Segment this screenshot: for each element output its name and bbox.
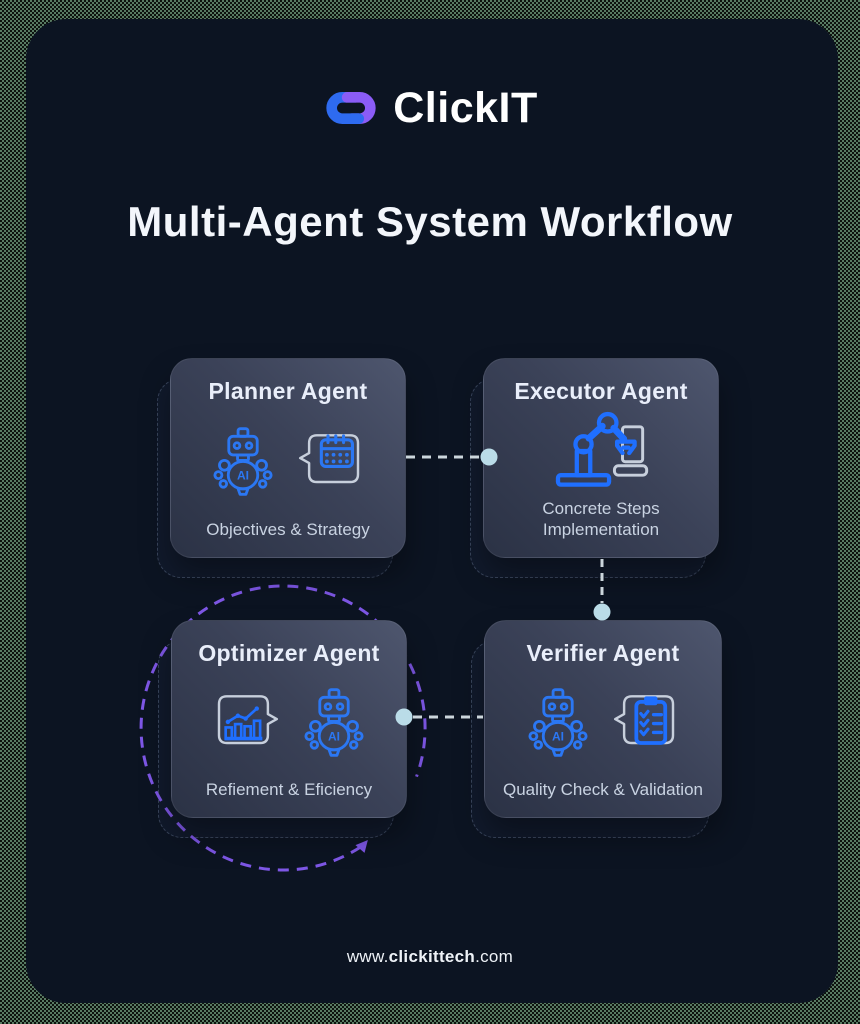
- ai-robot-icon: AI: [304, 688, 364, 757]
- ai-label: AI: [552, 729, 564, 743]
- planner-card-title: Planner Agent: [208, 378, 368, 404]
- ai-robot-icon: AI: [213, 427, 273, 496]
- calendar-bubble-icon: [299, 433, 360, 484]
- website-url: www.clickittech.com: [0, 947, 860, 967]
- checklist-bubble-icon: [614, 694, 675, 745]
- executor-card-title: Executor Agent: [514, 378, 688, 404]
- verifier-caption: Quality Check & Validation: [502, 779, 703, 799]
- optimizer-icons: AI: [209, 676, 369, 770]
- planner-caption: Objectives & Strategy: [206, 519, 370, 539]
- url-prefix: www.: [346, 947, 389, 966]
- clickit-logo-icon: [326, 92, 376, 124]
- laptop-icon: [612, 425, 649, 477]
- verifier-icons: AI: [523, 676, 683, 770]
- logo-text: ClickIT: [393, 83, 538, 132]
- ai-robot-icon: AI: [528, 688, 588, 757]
- logo: ClickIT: [0, 80, 860, 136]
- page-title: Multi-Agent System Workflow: [127, 198, 733, 245]
- optimizer-caption: Refiement & Eficiency: [205, 779, 373, 799]
- url-suffix: .com: [475, 947, 514, 966]
- optimizer-agent-card: Optimizer Agent AI: [171, 620, 407, 818]
- executor-caption: Concrete Steps Implementation: [542, 498, 660, 539]
- robot-arm-icon: [555, 412, 649, 487]
- ai-label: AI: [237, 468, 249, 482]
- chart-bubble-icon: [217, 694, 278, 745]
- ai-label: AI: [328, 729, 340, 743]
- optimizer-card-title: Optimizer Agent: [198, 640, 380, 666]
- planner-agent-card: Planner Agent AI Objectives & Strategy: [170, 358, 406, 558]
- executor-agent-card: Executor Agent Concrete Steps Implementa…: [483, 358, 719, 558]
- verifier-agent-card: Verifier Agent AI Quality Check & Valid: [484, 620, 722, 818]
- verifier-card-title: Verifier Agent: [526, 640, 680, 666]
- planner-icons: AI: [208, 415, 368, 509]
- url-domain: clickittech: [388, 947, 476, 966]
- executor-icons: [551, 405, 651, 498]
